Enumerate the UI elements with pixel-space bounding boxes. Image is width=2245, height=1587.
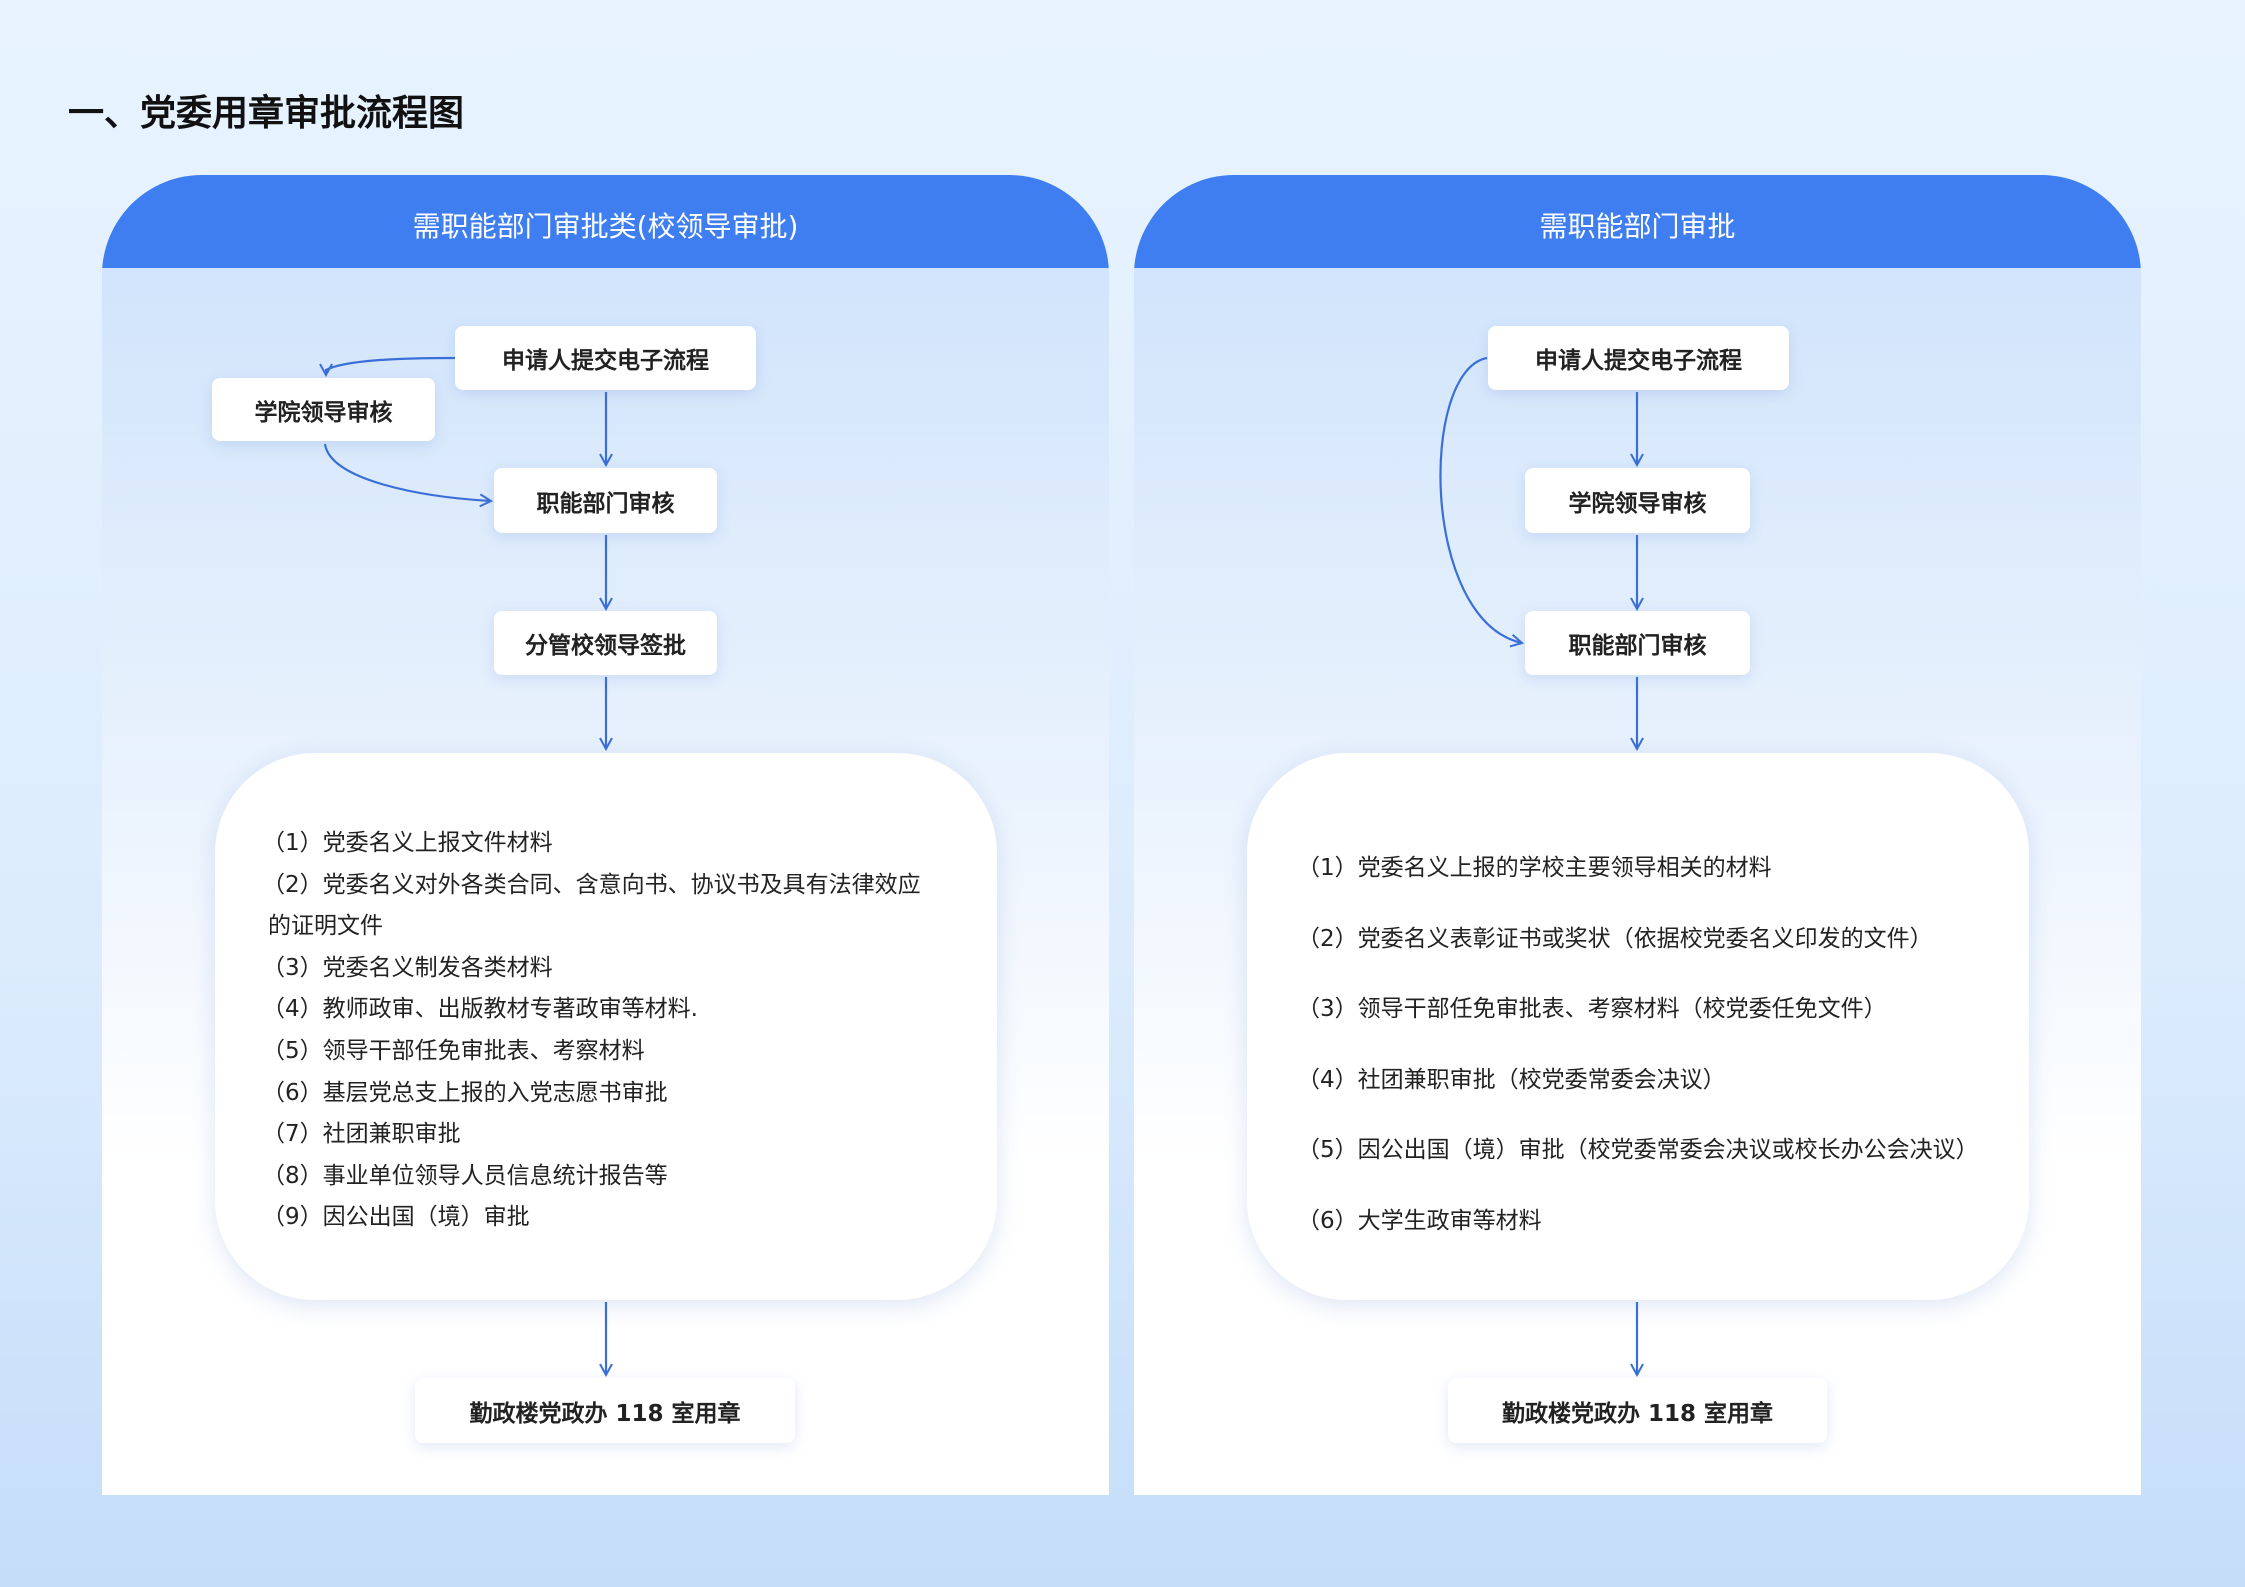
right-items-box: （1）党委名义上报的学校主要领导相关的材料 （2）党委名义表彰证书或奖状（依据校…	[1247, 753, 2029, 1300]
list-item: （1）党委名义上报的学校主要领导相关的材料	[1297, 855, 1772, 881]
right-step-stamp[interactable]: 勤政楼党政办 118 室用章	[1448, 1378, 1827, 1443]
right-panel-header: 需职能部门审批	[1134, 175, 2141, 268]
page-title: 一、党委用章审批流程图	[68, 93, 465, 134]
left-step-dept[interactable]: 职能部门审核	[494, 468, 717, 533]
left-step-college[interactable]: 学院领导审核	[212, 378, 435, 441]
right-step-dept[interactable]: 职能部门审核	[1525, 611, 1750, 675]
list-item: （6）基层党总支上报的入党志愿书审批	[262, 1079, 668, 1106]
list-item: （2）党委名义对外各类合同、含意向书、协议书及具有法律效应	[262, 871, 921, 898]
left-step-submit[interactable]: 申请人提交电子流程	[455, 326, 756, 390]
list-item: （9）因公出国（境）审批	[262, 1204, 530, 1231]
left-items-box: （1）党委名义上报文件材料 （2）党委名义对外各类合同、含意向书、协议书及具有法…	[215, 753, 997, 1300]
list-item: （5）领导干部任免审批表、考察材料	[262, 1037, 645, 1064]
left-panel-header: 需职能部门审批类(校领导审批)	[102, 175, 1109, 268]
list-item: 的证明文件	[268, 913, 383, 940]
left-step-leader[interactable]: 分管校领导签批	[494, 611, 717, 675]
list-item: （7）社团兼职审批	[262, 1121, 461, 1148]
right-step-college[interactable]: 学院领导审核	[1525, 468, 1750, 533]
list-item: （6）大学生政审等材料	[1297, 1207, 1542, 1234]
list-item: （8）事业单位领导人员信息统计报告等	[262, 1162, 668, 1189]
list-item: （4）社团兼职审批（校党委常委会决议）	[1297, 1066, 1726, 1093]
left-step-stamp[interactable]: 勤政楼党政办 118 室用章	[415, 1378, 795, 1443]
list-item: （3）领导干部任免审批表、考察材料（校党委任免文件）	[1297, 996, 1887, 1023]
right-step-submit[interactable]: 申请人提交电子流程	[1488, 326, 1789, 390]
list-item: （3）党委名义制发各类材料	[262, 954, 553, 981]
list-item: （1）党委名义上报文件材料	[262, 830, 553, 856]
list-item: （2）党委名义表彰证书或奖状（依据校党委名义印发的文件）	[1297, 925, 1933, 952]
list-item: （5）因公出国（境）审批（校党委常委会决议或校长办公会决议）	[1297, 1137, 1979, 1164]
list-item: （4）教师政审、出版教材专著政审等材料.	[262, 996, 698, 1023]
